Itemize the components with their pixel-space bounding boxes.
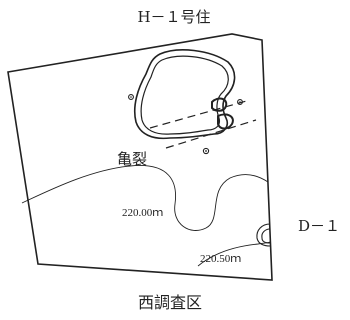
feature-d1-outer	[256, 223, 271, 247]
crack-line-2	[165, 119, 257, 149]
label-contour-220-50: 220.50ｍ	[200, 253, 241, 265]
post-hole	[130, 96, 132, 98]
label-right-feature: D－１	[298, 217, 340, 235]
contour-line-220-00	[21, 165, 269, 231]
pit-h1-outer	[133, 49, 236, 140]
post-hole	[205, 150, 207, 152]
label-area-name: 西調査区	[138, 293, 202, 312]
post-hole	[128, 94, 134, 100]
pit-lobe-2	[217, 113, 234, 130]
feature-d1-inner	[261, 228, 271, 244]
crack-line-1	[149, 99, 251, 129]
pit-h1-inner	[140, 55, 229, 135]
post-hole	[202, 147, 210, 155]
label-crack: 亀裂	[117, 150, 147, 168]
label-top-feature: H－１号住	[137, 8, 210, 26]
label-contour-220-00: 220.00ｍ	[122, 207, 163, 219]
area-boundary	[7, 33, 273, 281]
